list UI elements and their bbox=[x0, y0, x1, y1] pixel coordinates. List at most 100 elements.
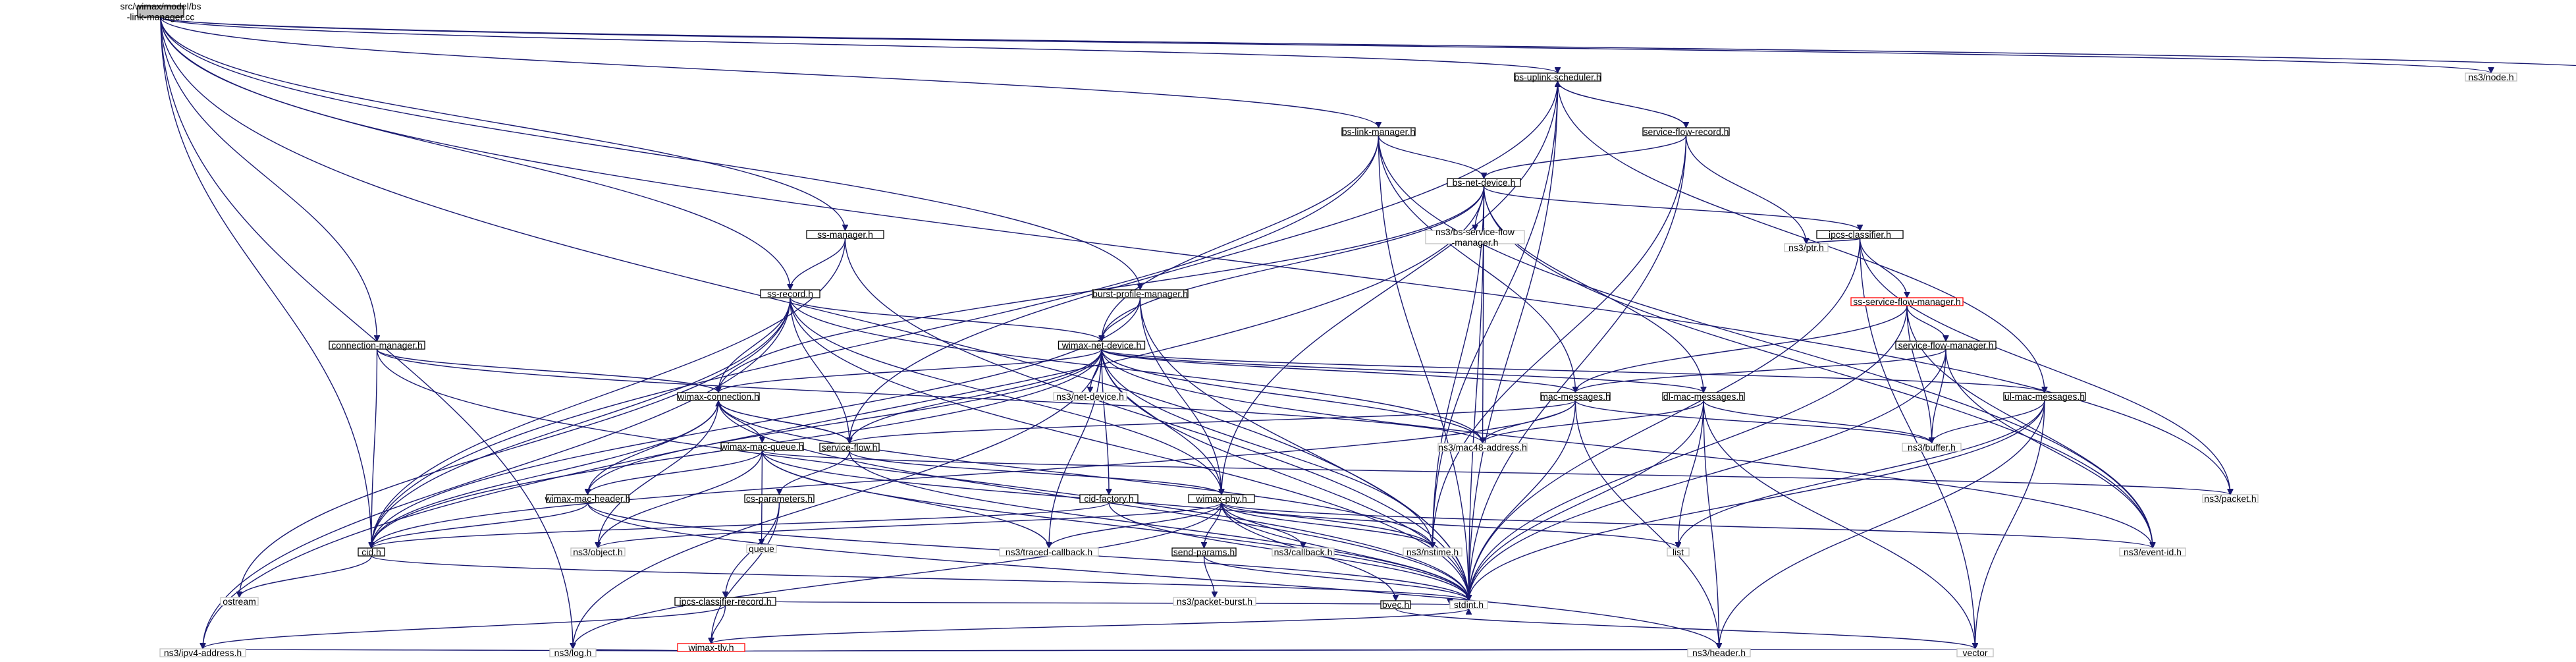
edge-line bbox=[160, 16, 790, 290]
edge-ul-mac-messages-to-vector bbox=[1975, 400, 2045, 649]
edge-line bbox=[1945, 348, 2153, 548]
edge-line bbox=[1469, 186, 1485, 601]
node-ss-service-flow-manager[interactable]: ss-service-flow-manager.h bbox=[1850, 296, 1964, 307]
node-label: cid.h bbox=[362, 547, 381, 557]
edge-cs-parameters-to-wimax-tlv bbox=[711, 502, 780, 644]
node-wimax-phy[interactable]: wimax-phy.h bbox=[1188, 493, 1255, 504]
edge-line bbox=[588, 450, 763, 495]
node-burst-profile-manager[interactable]: burst-profile-manager.h bbox=[1092, 289, 1189, 299]
edge-wimax-tlv-to-stdint bbox=[711, 608, 1469, 644]
edge-dl-mac-messages-to-vector bbox=[1703, 400, 1975, 649]
node-box bbox=[1403, 547, 1462, 557]
edge-ipcs-classifier-record-to-stdint bbox=[775, 601, 1450, 605]
node-bs-uplink-scheduler[interactable]: bs-uplink-scheduler.h bbox=[1514, 72, 1601, 82]
node-ss-manager[interactable]: ss-manager.h bbox=[806, 229, 884, 240]
edge-mac-messages-to-cid bbox=[371, 400, 1576, 548]
edge-line bbox=[1469, 400, 1704, 601]
node-box bbox=[677, 392, 760, 401]
edge-bs-link-manager-to-bs-net-device bbox=[1378, 135, 1484, 179]
node-box bbox=[1188, 494, 1255, 503]
node-wimax-tlv[interactable]: wimax-tlv.h bbox=[677, 642, 745, 653]
edge-burst-profile-manager-to-wimax-phy bbox=[1139, 297, 1222, 495]
edge-line bbox=[780, 451, 850, 495]
node-bs-net-device[interactable]: bs-net-device.h bbox=[1447, 177, 1521, 188]
node-cid[interactable]: cid.h bbox=[358, 547, 385, 557]
node-box bbox=[1662, 392, 1745, 401]
node-ipcs-classifier[interactable]: ipcs-classifier.h bbox=[1816, 229, 1904, 240]
edge-cid-to-stdint bbox=[371, 555, 1469, 601]
node-service-flow[interactable]: service-flow.h bbox=[819, 442, 880, 453]
node-mac-messages[interactable]: mac-messages.h bbox=[1540, 391, 1611, 402]
edge-service-flow-manager-to-mac-messages bbox=[1576, 348, 1946, 393]
node-wimax-net-device[interactable]: wimax-net-device.h bbox=[1058, 340, 1146, 350]
node-wimax-mac-header[interactable]: wimax-mac-header.h bbox=[545, 493, 631, 504]
node-label: wimax-phy.h bbox=[1195, 493, 1247, 504]
edge-line bbox=[1221, 502, 1469, 601]
edge-dl-mac-messages-to-stdint bbox=[1469, 400, 1704, 601]
edge-root-to-connection-manager bbox=[160, 16, 377, 341]
edge-line bbox=[240, 555, 372, 598]
edge-line bbox=[371, 502, 1110, 549]
edge-line bbox=[1703, 400, 1975, 649]
edge-ipcs-classifier-to-ns3-ptr bbox=[1806, 238, 1861, 244]
node-label: burst-profile-manager.h bbox=[1092, 289, 1188, 299]
node-send-params[interactable]: send-params.h bbox=[1171, 547, 1237, 557]
node-label: list bbox=[1673, 547, 1684, 557]
node-wimax-connection[interactable]: wimax-connection.h bbox=[677, 391, 760, 402]
edge-line bbox=[588, 400, 719, 495]
edge-ul-mac-messages-to-stdint bbox=[1469, 400, 2045, 601]
node-box bbox=[1079, 494, 1139, 503]
edge-burst-profile-manager-to-stdint bbox=[1139, 297, 1469, 601]
edge-line bbox=[761, 450, 1469, 601]
node-bs-link-manager[interactable]: bs-link-manager.h bbox=[1341, 126, 1416, 137]
node-label: dl-mac-messages.h bbox=[1663, 391, 1744, 402]
node-ul-mac-messages[interactable]: ul-mac-messages.h bbox=[2003, 391, 2086, 402]
edge-wimax-phy-to-list bbox=[1221, 502, 1678, 549]
node-label: wimax-tlv.h bbox=[688, 642, 734, 653]
edge-wimax-connection-to-ns3-object bbox=[598, 400, 719, 548]
node-cs-parameters[interactable]: cs-parameters.h bbox=[744, 493, 815, 504]
node-ns3-mac48-address: ns3/mac48-address.h bbox=[1437, 442, 1528, 453]
edge-line bbox=[718, 348, 1102, 393]
edge-service-flow-to-cs-parameters bbox=[780, 451, 850, 495]
edge-wimax-net-device-to-ns3-traced-callback bbox=[1049, 348, 1102, 548]
node-connection-manager[interactable]: connection-manager.h bbox=[329, 340, 425, 350]
node-label: mac-messages.h bbox=[1540, 391, 1611, 402]
edge-line bbox=[718, 400, 1433, 548]
node-wimax-mac-queue[interactable]: wimax-mac-queue.h bbox=[720, 441, 804, 452]
node-label: ns3/callback.h bbox=[1274, 547, 1333, 557]
edge-bs-link-manager-to-ns3-event-id bbox=[1378, 135, 2153, 548]
node-service-flow-record[interactable]: service-flow-record.h bbox=[1642, 126, 1730, 137]
edge-line bbox=[1378, 135, 1484, 179]
edge-root-to-ss-manager bbox=[160, 16, 845, 231]
edge-cid-factory-to-cid bbox=[371, 502, 1110, 549]
node-label: ns3/buffer.h bbox=[1908, 442, 1956, 453]
node-label: ns3/object.h bbox=[573, 547, 623, 557]
node-ss-record[interactable]: ss-record.h bbox=[760, 289, 820, 299]
edge-line bbox=[376, 348, 1483, 444]
edge-line bbox=[711, 605, 726, 644]
node-box bbox=[1895, 341, 1997, 350]
node-label: bs-net-device.h bbox=[1453, 177, 1516, 188]
node-dl-mac-messages[interactable]: dl-mac-messages.h bbox=[1662, 391, 1745, 402]
node-ipcs-classifier-record[interactable]: ipcs-classifier-record.h bbox=[674, 596, 776, 607]
node-label: ns3/event-id.h bbox=[2124, 547, 2182, 557]
node-service-flow-manager[interactable]: service-flow-manager.h bbox=[1895, 340, 1997, 350]
edge-bs-uplink-scheduler-to-ul-mac-messages bbox=[1557, 80, 2045, 393]
edge-line bbox=[1102, 297, 1141, 342]
node-cid-factory[interactable]: cid-factory.h bbox=[1079, 493, 1139, 504]
node-box bbox=[2119, 547, 2186, 557]
edge-bs-net-device-to-dl-mac-messages bbox=[1483, 186, 1704, 393]
edge-line bbox=[790, 297, 1469, 601]
node-label: bs-link-manager.h bbox=[1342, 126, 1415, 137]
edge-line bbox=[1049, 348, 1102, 548]
node-bvec[interactable]: bvec.h bbox=[1380, 599, 1411, 610]
node-ns3-bs-service-flow-manager: ns3/bs-service-flow-manager.h bbox=[1425, 227, 1525, 248]
node-box bbox=[1902, 443, 1962, 452]
edge-line bbox=[1101, 348, 1576, 393]
node-label: ns3/packet-burst.h bbox=[1177, 596, 1252, 607]
edge-line bbox=[573, 502, 1222, 649]
node-box bbox=[159, 648, 246, 657]
edge-line bbox=[160, 16, 2230, 495]
node-ns3-object: ns3/object.h bbox=[570, 547, 626, 557]
